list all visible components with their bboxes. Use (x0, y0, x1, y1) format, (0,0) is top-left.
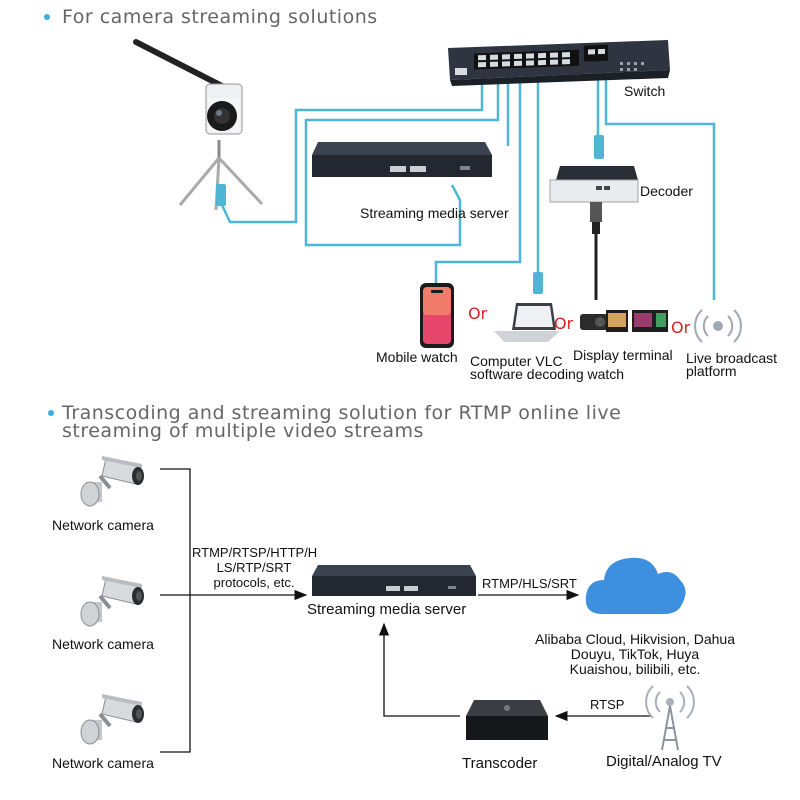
computer-label-line2: software decoding watch (470, 366, 625, 382)
transcoder-label: Transcoder (462, 755, 538, 772)
network-camera-2 (79, 574, 146, 628)
network-camera-label-1: Network camera (52, 517, 154, 533)
network-camera-3 (79, 692, 146, 746)
cloud-line3: Kuaishou, bilibili, etc. (569, 661, 701, 677)
wifi-camera-on-tripod (133, 39, 264, 211)
switch-label: Switch (624, 83, 666, 99)
network-cables (220, 78, 716, 300)
laptop-device (494, 303, 560, 342)
cloud-icon (585, 557, 686, 614)
section2-bullet (48, 410, 54, 416)
section2-heading-line1: Transcoding and streaming solution for R… (62, 402, 622, 424)
or-text-2: Or (554, 314, 574, 333)
or-text-1: Or (468, 304, 488, 323)
protocols-line1: RTMP/RTSP/HTTP/H (192, 545, 318, 560)
switch-device (448, 40, 670, 86)
live-label-line1: Live broadcast (686, 350, 778, 366)
tv-antenna-icon (645, 685, 695, 751)
protocols-line2: LS/RTP/SRT (216, 560, 292, 575)
protocols-line3: protocols, etc. (213, 575, 295, 590)
live-broadcast-icon (694, 309, 742, 343)
or-text-3: Or (671, 318, 691, 337)
section1-diagram (133, 39, 742, 348)
decoder-device (549, 166, 639, 300)
streaming-media-server-device-bottom (312, 565, 476, 596)
cloud-platforms-label: Alibaba Cloud, Hikvision, Dahua Douyu, T… (520, 632, 750, 677)
section1-bullet (44, 14, 50, 20)
tv-label: Digital/Analog TV (606, 753, 722, 770)
computer-label-line1: Computer VLC (470, 353, 563, 369)
section2-diagram (79, 454, 695, 753)
output-protocol-label: RTMP/HLS/SRT (482, 576, 577, 591)
server-label: Streaming media server (360, 205, 509, 221)
decoder-label: Decoder (640, 183, 693, 199)
section1-heading: For camera streaming solutions (62, 6, 378, 28)
rtsp-label: RTSP (590, 697, 625, 712)
protocols-label: RTMP/RTSP/HTTP/H LS/RTP/SRT protocols, e… (192, 545, 318, 590)
display-label: Display terminal (573, 347, 673, 363)
network-camera-label-3: Network camera (52, 755, 154, 771)
server-label-bottom: Streaming media server (307, 601, 467, 618)
streaming-media-server-device (312, 142, 492, 177)
section2-heading-line2: streaming of multiple video streams (62, 420, 424, 442)
mobile-label: Mobile watch (376, 349, 458, 365)
connection-lines (160, 468, 652, 753)
cloud-line1: Alibaba Cloud, Hikvision, Dahua (535, 631, 735, 647)
live-label-line2: platform (686, 363, 737, 379)
transcoder-device (466, 700, 548, 740)
cloud-line2: Douyu, TikTok, Huya (570, 646, 700, 662)
display-terminal-devices (580, 310, 668, 332)
network-camera-label-2: Network camera (52, 636, 154, 652)
phone-device (420, 283, 454, 348)
network-camera-1 (79, 454, 146, 508)
